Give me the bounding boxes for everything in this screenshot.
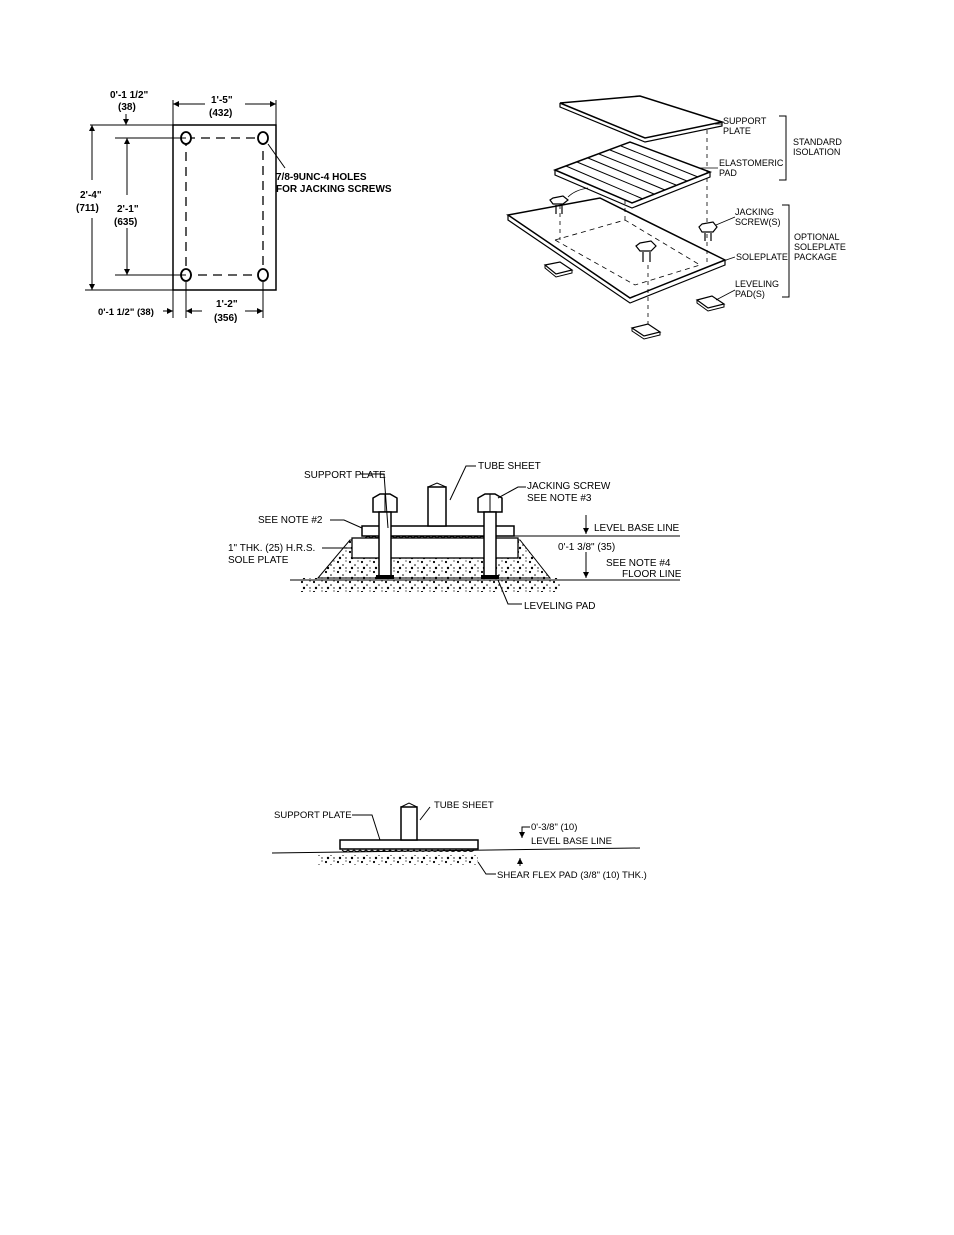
label-support-plate-2: PLATE [723,126,751,136]
label-note3: SEE NOTE #3 [527,493,592,504]
foundation [300,578,560,592]
label-jacking: JACKING [735,207,774,217]
label-elastomeric: ELASTOMERIC [719,158,784,168]
dim-hole-spacing-v: 2'-1" [117,204,139,215]
leveling-pad-icon [695,295,726,312]
section-soleplate: SUPPORT PLATE TUBE SHEET JACKING SCREW S… [228,461,682,612]
label-jacking-screw: JACKING SCREW [527,481,611,492]
dim-hole-spacing-h-mm: (356) [214,313,237,324]
label-standard-2: ISOLATION [793,147,840,157]
elastomeric-pad [552,141,713,209]
label-note2: SEE NOTE #2 [258,515,323,526]
jacking-screw-icon [698,221,718,241]
label-floor-line: FLOOR LINE [622,569,682,580]
jacking-screw-icon [477,493,503,579]
jacking-holes [180,131,269,282]
label-sole-plate-2: SOLE PLATE [228,555,289,566]
hole-note-line1: 7/8-9UNC-4 HOLES [276,172,367,183]
plate-outline [172,124,277,291]
label-dim: 0'-3/8" (10) [531,822,577,833]
label-sole-plate: 1" THK. (25) H.R.S. [228,543,315,554]
label-support-plate: SUPPORT PLATE [274,810,352,821]
label-leveling-2: PAD(S) [735,289,765,299]
label-note4: SEE NOTE #4 [606,558,671,569]
dim-hole-spacing-v-mm: (635) [114,217,137,228]
label-level-base-line: LEVEL BASE LINE [594,523,680,534]
dim-hole-spacing-h: 1'-2" [216,299,238,310]
plan-view: 0'-1 1/2" (38) 1'-5" (432) 2'-4" (711) 2… [76,90,392,324]
label-optional-2: SOLEPLATE [794,242,846,252]
dim-width-mm: (432) [209,108,232,119]
jacking-screw-icon [635,240,657,262]
label-level-base-line: LEVEL BASE LINE [531,836,612,847]
foundation [318,855,478,865]
leveling-pad-icon [630,323,662,340]
label-leveling-pad: LEVELING PAD [524,601,596,612]
section-standard: SUPPORT PLATE TUBE SHEET 0'-3/8" (10) LE… [271,800,647,881]
hole-layout-dashed [185,137,264,276]
dim-top-offset-mm: (38) [118,102,136,113]
label-tube-sheet: TUBE SHEET [434,800,494,811]
label-jacking-2: SCREW(S) [735,217,781,227]
dim-height: 2'-4" [80,190,102,201]
label-leveling: LEVELING [735,279,779,289]
label-tube-sheet: TUBE SHEET [478,461,541,472]
support-plate [339,839,479,850]
label-soleplate: SOLEPLATE [736,252,788,262]
tube-sheet [400,806,418,841]
leveling-pad-icon [543,261,574,278]
label-optional-3: PACKAGE [794,252,837,262]
dim-top-offset: 0'-1 1/2" [110,90,149,101]
jacking-screw-icon [549,195,569,214]
label-optional: OPTIONAL [794,232,840,242]
hole-note-line2: FOR JACKING SCREWS [276,184,392,195]
label-shear-flex-pad: SHEAR FLEX PAD (3/8" (10) THK.) [497,870,647,881]
tube-sheet [427,486,447,527]
label-support-plate: SUPPORT PLATE [304,470,386,481]
label-support-plate: SUPPORT [723,116,767,126]
label-dim: 0'-1 3/8" (35) [558,542,615,553]
dim-bottom-offset: 0'-1 1/2" (38) [98,307,154,318]
label-elastomeric-2: PAD [719,168,737,178]
label-standard: STANDARD [793,137,842,147]
exploded-view: SUPPORT PLATE ELASTOMERIC PAD STANDARD I… [506,95,846,340]
shear-flex-pad [341,849,475,852]
dim-width: 1'-5" [211,95,233,106]
dim-height-mm: (711) [76,203,99,214]
soleplate [506,197,727,304]
